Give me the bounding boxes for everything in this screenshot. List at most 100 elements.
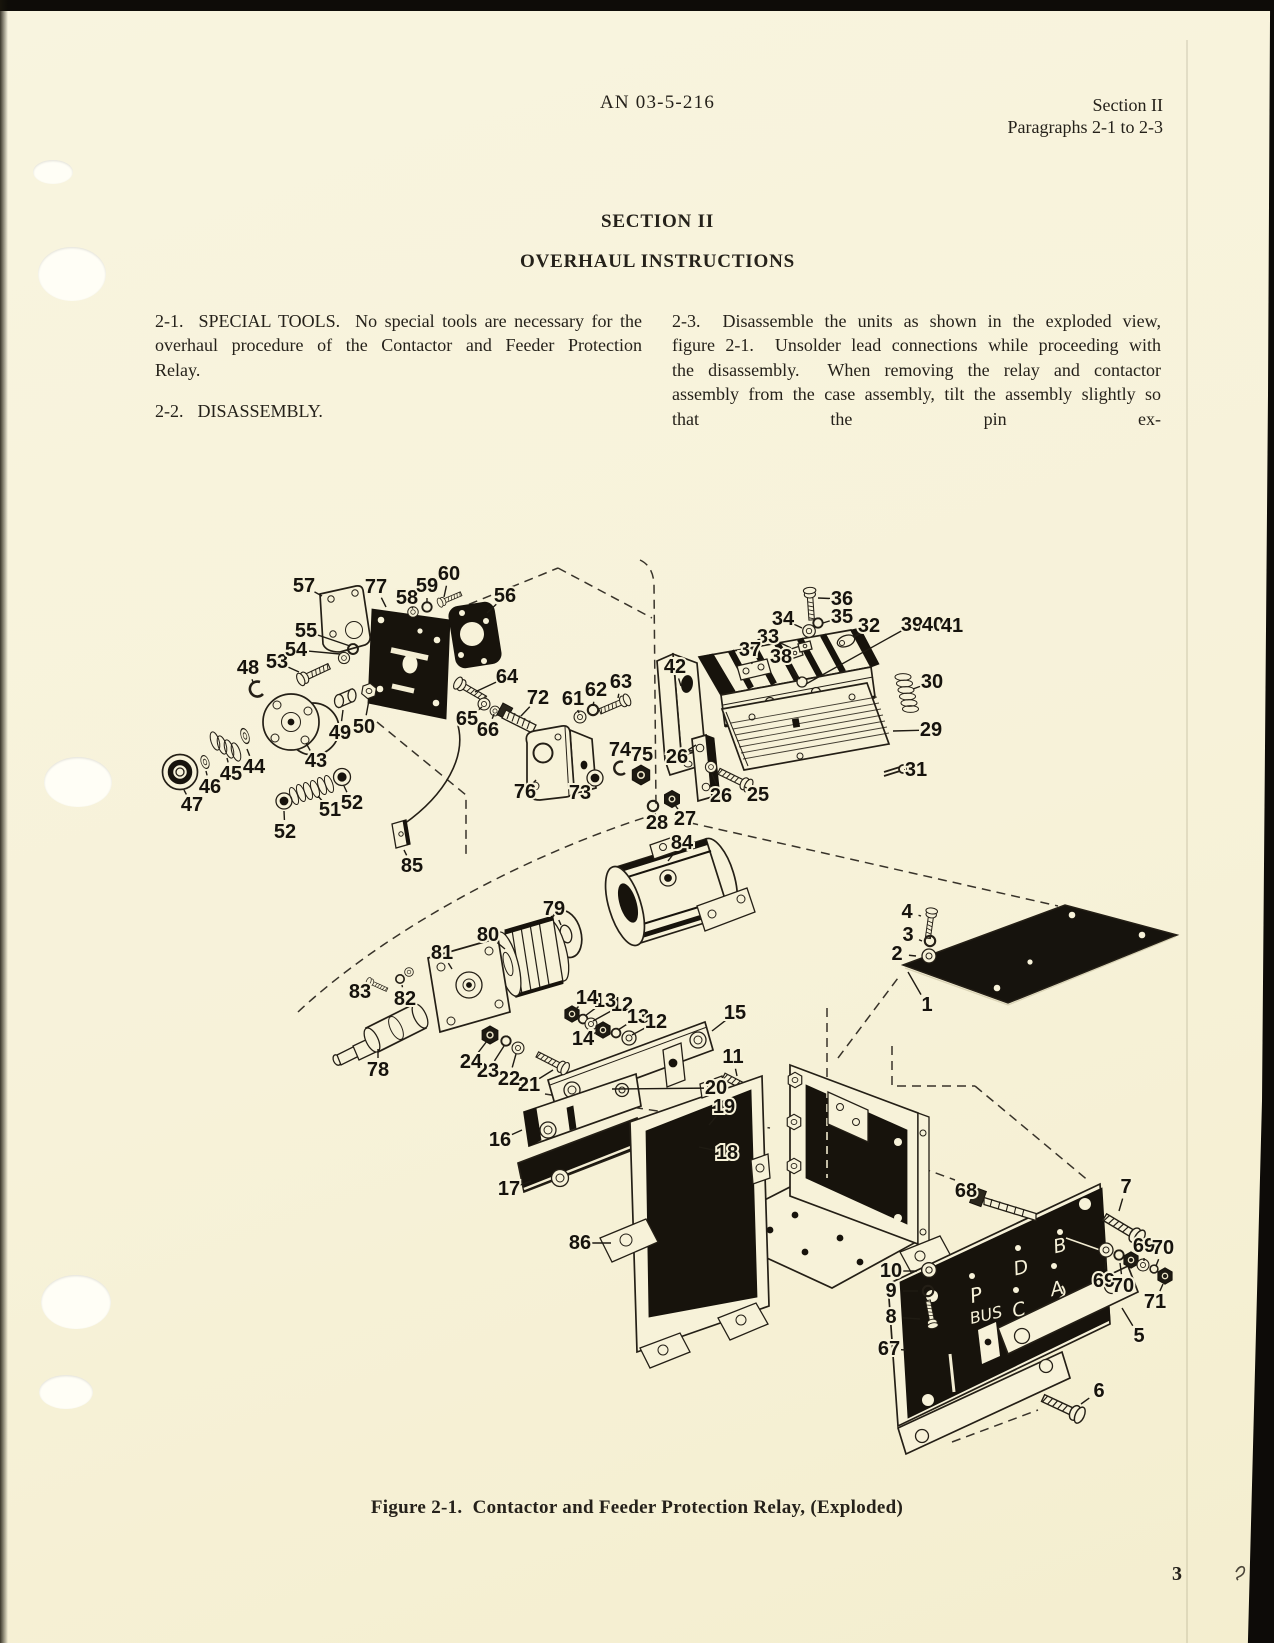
svg-text:55: 55 (295, 620, 317, 642)
svg-text:69: 69 (1133, 1235, 1155, 1257)
part-42-bracket (656, 652, 712, 777)
svg-text:37: 37 (739, 639, 761, 661)
svg-text:46: 46 (199, 776, 221, 798)
part-74-retaining-ring (613, 760, 626, 776)
svg-text:28: 28 (646, 812, 668, 834)
svg-text:20: 20 (705, 1077, 727, 1099)
svg-text:38: 38 (770, 646, 792, 668)
part-86-case (599, 1063, 953, 1369)
svg-text:77: 77 (365, 576, 387, 598)
part-77-contact-plate (367, 608, 451, 720)
part-51-52-spring-set (275, 767, 352, 810)
svg-text:66: 66 (477, 719, 499, 741)
svg-text:74: 74 (609, 739, 632, 761)
section-heading: SECTION II (600, 211, 715, 232)
paragraph-2-2: 2-2. DISASSEMBLY. (155, 401, 323, 422)
svg-text:65: 65 (456, 708, 478, 730)
svg-text:21: 21 (518, 1074, 540, 1096)
svg-text:75: 75 (631, 744, 653, 766)
part-85-brush-and-lead (391, 721, 461, 849)
svg-text:2: 2 (891, 943, 902, 965)
svg-text:40: 40 (922, 614, 944, 636)
svg-text:48: 48 (237, 657, 259, 679)
svg-text:69: 69 (1093, 1270, 1115, 1292)
scanner-edge-left (0, 0, 8, 1643)
svg-text:64: 64 (496, 666, 519, 688)
punch-hole (33, 160, 73, 184)
svg-text:81: 81 (431, 942, 453, 964)
figure-caption: Figure 2-1. Contactor and Feeder Protect… (370, 1497, 904, 1518)
paragraph-2-1: 2-1. SPECIAL TOOLS. No special tools are… (155, 311, 642, 380)
svg-text:52: 52 (341, 792, 363, 814)
svg-text:39: 39 (901, 614, 923, 636)
part-31-cotter-pin (883, 764, 908, 777)
part-49-bushing (333, 688, 357, 709)
svg-text:8: 8 (885, 1306, 896, 1328)
svg-text:10: 10 (880, 1260, 902, 1282)
svg-text:27: 27 (674, 808, 696, 830)
part-1-cover-plate (900, 904, 1180, 1006)
svg-text:78: 78 (367, 1059, 389, 1081)
svg-text:70: 70 (1112, 1275, 1134, 1297)
svg-text:56: 56 (494, 585, 516, 607)
svg-text:14: 14 (576, 987, 599, 1009)
svg-text:A: A (1046, 1277, 1066, 1302)
svg-text:50: 50 (353, 716, 375, 738)
svg-text:13: 13 (594, 990, 616, 1012)
svg-text:15: 15 (724, 1002, 746, 1024)
svg-text:71: 71 (1144, 1291, 1166, 1313)
svg-text:61: 61 (562, 688, 584, 710)
scanner-edge-top (0, 0, 1274, 11)
svg-text:34: 34 (772, 608, 795, 630)
svg-text:22: 22 (498, 1068, 520, 1090)
svg-text:11: 11 (722, 1046, 743, 1068)
svg-text:85: 85 (401, 855, 423, 877)
page-number: 3 (1172, 1563, 1182, 1585)
right-column: 2-3. Disassemble the units as shown in t… (672, 309, 1161, 431)
part-30-spring (894, 673, 919, 713)
svg-text:67: 67 (878, 1338, 900, 1360)
part-57-mounting-plate (319, 584, 371, 653)
svg-text:79: 79 (543, 898, 565, 920)
svg-text:23: 23 (477, 1060, 499, 1082)
part-25-26-27-28-hardware (646, 733, 756, 813)
part-32-link (836, 632, 863, 648)
part-78-shaft (332, 1002, 429, 1066)
doc-number: AN 03-5-216 (599, 92, 716, 113)
svg-text:D: D (1011, 1256, 1030, 1281)
part-16-bus-bar (523, 1072, 642, 1148)
svg-text:82: 82 (394, 988, 416, 1010)
svg-text:76: 76 (514, 781, 536, 803)
part-81-bracket-plate (427, 936, 511, 1034)
svg-text:1: 1 (921, 994, 932, 1016)
svg-text:42: 42 (664, 656, 686, 678)
svg-text:44: 44 (243, 756, 266, 778)
section-reference: Section II Paragraphs 2-1 to 2-3 (913, 94, 1163, 138)
part-68-screw (968, 1186, 1037, 1222)
svg-text:B: B (1051, 1234, 1069, 1258)
svg-text:6: 6 (1093, 1380, 1104, 1402)
svg-text:47: 47 (181, 794, 203, 816)
paragraph-2-3: 2-3. Disassemble the units as shown in t… (672, 311, 1161, 429)
svg-text:12: 12 (645, 1011, 667, 1033)
svg-text:13: 13 (627, 1006, 649, 1028)
svg-text:43: 43 (305, 750, 327, 772)
svg-text:26: 26 (710, 785, 732, 807)
svg-text:54: 54 (285, 639, 308, 661)
part-43-flange (262, 693, 340, 756)
part-labels-layer: 1234567891011121314131214151617181920212… (179, 561, 1176, 1405)
svg-text:16: 16 (489, 1129, 511, 1151)
svg-text:41: 41 (941, 615, 963, 637)
punch-hole (38, 247, 106, 301)
svg-text:72: 72 (527, 687, 549, 709)
svg-text:68: 68 (955, 1180, 977, 1202)
svg-text:35: 35 (831, 606, 853, 628)
part-84-coil-housing (604, 835, 756, 947)
svg-text:57: 57 (293, 575, 315, 597)
punch-hole (44, 757, 112, 807)
svg-text:4: 4 (901, 901, 913, 923)
part-5-mounting-strips (896, 1264, 1140, 1456)
svg-text:51: 51 (319, 799, 341, 821)
